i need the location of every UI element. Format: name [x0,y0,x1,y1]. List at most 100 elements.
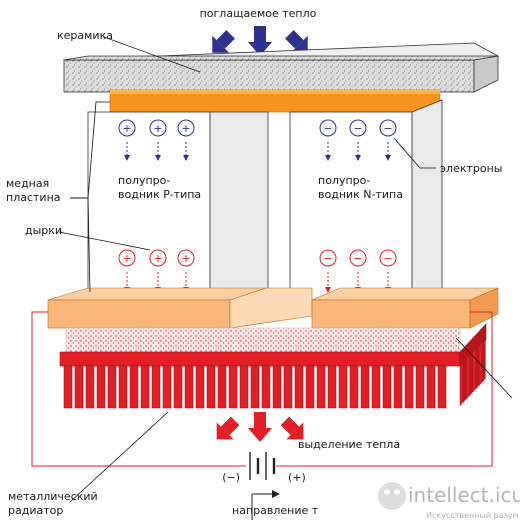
radiator-fin [184,365,194,409]
radiator-fin [85,365,95,409]
radiator-fin [74,365,84,409]
radiator-fin [371,365,381,409]
radiator-fin [195,365,205,409]
svg-text:+: + [122,122,131,135]
hole-carrier: + [177,119,195,161]
radiator-fin [294,365,304,409]
ceramics-leader [103,36,201,73]
radiator-label-line2: радиатор [8,504,63,517]
electron-carrier: − [319,249,337,293]
electrons-label: электроны [440,162,502,175]
radiator-side-fin [466,355,470,400]
heat-arrow-right [285,30,308,53]
p-type-semiconductor [87,111,269,303]
hole-carrier: + [118,119,136,161]
watermark: intellect.icu Искусственный разум [378,482,520,520]
svg-text:+: + [153,252,162,265]
radiator-fin [437,365,447,409]
radiator-fins [63,338,486,409]
copper-plate-label-line1: медная [6,177,49,190]
radiator-fin [140,365,150,409]
watermark-subtext: Искусственный разум [426,511,519,520]
electron-carrier: − [379,249,397,293]
heat-arrow-center [248,26,272,56]
radiator-side-fin [469,352,473,397]
radiator-fin [96,365,106,409]
p-bottom-holes: + + + [118,249,195,293]
heat-release-label: выделение тепла [298,438,400,451]
watermark-logo-icon [378,482,406,510]
radiator-side-fin [463,359,467,404]
copper-plate-leader-2 [70,197,91,293]
radiator-fin [338,365,348,409]
circuit-wire [31,311,493,467]
electron-carrier: − [319,119,337,161]
electrons-leader [393,137,436,169]
top-copper-plate [109,89,441,113]
radiator-side-fin [475,345,480,390]
radiator-fin [349,365,359,409]
radiator-fin [382,365,392,409]
radiator-fin [217,365,227,409]
radiator-fin [426,365,436,409]
svg-text:−: − [353,252,362,265]
holes-label: дырки [25,224,62,237]
svg-text:+: + [153,122,162,135]
svg-text:−: − [353,122,362,135]
hole-carrier: + [177,249,195,293]
bottom-copper-plates [47,287,499,329]
watermark-text: intellect.icu [408,483,520,507]
radiator-fin [250,365,260,409]
svg-text:+: + [181,122,190,135]
radiator-fin [305,365,315,409]
radiator-fin [129,365,139,409]
release-arrow-center [248,412,272,442]
radiator-fin [228,365,238,409]
radiator-fin [283,365,293,409]
copper-plate-label-line2: пластина [6,191,61,204]
heat-release-arrows [216,412,304,442]
radiator-fin [151,365,161,409]
n-top-electrons: − − − [319,119,397,161]
radiator-fin [239,365,249,409]
n-type-semiconductor [289,99,443,303]
current-direction-arrow [251,490,280,520]
radiator-fin [118,365,128,409]
radiator-fin [327,365,337,409]
svg-text:−: − [323,122,332,135]
hole-carrier: + [149,249,167,293]
radiator-fin [393,365,403,409]
radiator-fin [63,365,73,409]
ceramic-bottom-leader [455,337,513,399]
heat-arrow-left [212,30,235,53]
current-direction-label: направление т [232,504,319,517]
metal-radiator [59,323,487,409]
svg-text:+: + [122,252,131,265]
n-type-label-line1: полупро- [318,174,370,187]
absorbed-heat-label: поглащаемое тепло [200,7,317,20]
radiator-label-line1: металлический [8,490,98,503]
svg-text:−: − [383,122,392,135]
minus-terminal-label: (−) [222,471,240,484]
radiator-side-fin [472,348,476,393]
battery-icon [249,452,276,480]
electron-carrier: − [349,119,367,161]
svg-text:+: + [181,252,190,265]
p-type-label-line1: полупро- [118,174,170,187]
radiator-fin [272,365,282,409]
hole-carrier: + [149,119,167,161]
radiator-fin [206,365,216,409]
n-bottom-electrons: − − − [319,249,397,293]
n-type-label-line2: водник N-типа [318,188,403,201]
radiator-fin [107,365,117,409]
radiator-fin [316,365,326,409]
ceramic-bottom-plate [65,327,461,353]
p-top-holes: + + + [118,119,195,161]
radiator-fin [360,365,370,409]
radiator-side-fin [482,338,486,383]
electron-carrier: − [349,249,367,293]
radiator-leader [69,411,169,503]
absorbed-heat-arrows [212,26,308,56]
radiator-fin [415,365,425,409]
